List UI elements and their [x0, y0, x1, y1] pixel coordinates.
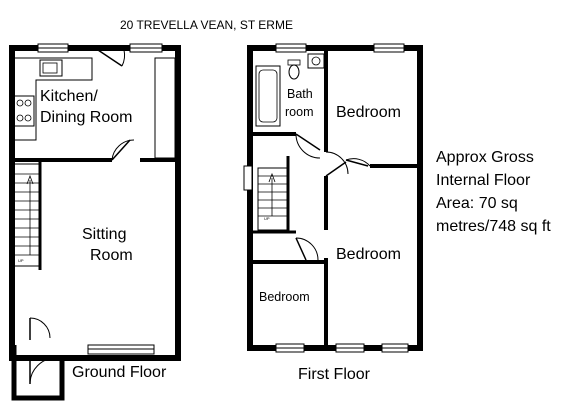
kitchen-label-line2: Dining Room [40, 109, 133, 126]
ground-stairs-up-mark: UP [18, 258, 24, 263]
kitchen-door-swing [111, 139, 135, 161]
kitchen-counter-right [154, 57, 176, 159]
ground-floor-outer-wall [9, 45, 181, 361]
front-door-swing [29, 357, 57, 385]
first-floor-plan [243, 43, 423, 353]
bedroom-middle-door-swing [325, 151, 349, 175]
ground-floor-label: Ground Floor [72, 364, 167, 381]
bedroom-top-door-swing [345, 158, 371, 167]
bedroom-top-label: Bedroom [336, 104, 401, 121]
bathroom-label-line2: room [285, 105, 314, 119]
bathroom-door [295, 133, 321, 151]
bath-icon [255, 65, 281, 127]
toilet-icon [288, 64, 300, 80]
first-floor-outer-wall [247, 45, 423, 351]
kitchen-door [111, 139, 131, 161]
sink-icon [39, 59, 63, 77]
first-floor-label: First Floor [298, 366, 370, 383]
entrance-porch-wall [11, 345, 65, 401]
bedroom-middle-label: Bedroom [336, 246, 401, 263]
property-title: 20 TREVELLA VEAN, ST ERME [120, 18, 293, 32]
kitchen-counter [14, 57, 93, 141]
window-landing [243, 165, 253, 191]
bedroom-small-label: Bedroom [259, 290, 310, 304]
sink-bowl [42, 62, 58, 74]
ground-floor-plan [9, 43, 181, 401]
first-stairs-up-mark: UP [264, 216, 270, 221]
ground-floor-stairs [13, 160, 42, 270]
bathroom-door-swing [295, 133, 321, 159]
back-door-swing [121, 49, 126, 67]
bedroom-middle-door [325, 161, 347, 177]
hob-icon [13, 95, 35, 127]
basin-icon [307, 53, 325, 69]
kitchen-label-line1: Kitchen/ [40, 88, 98, 105]
sitting-room-label-line2: Room [90, 247, 133, 264]
floor-area-note: Approx Gross Internal Floor Area: 70 sq … [436, 149, 551, 235]
small-bedroom-door-swing [295, 237, 319, 261]
small-bedroom-door [295, 237, 307, 261]
first-floor-stairs [257, 156, 290, 232]
sitting-room-label-line1: Sitting [82, 226, 127, 243]
bathroom-label-line1: Bath [287, 87, 313, 101]
bedroom-top-door [345, 159, 369, 167]
porch-door-swing [29, 317, 51, 339]
back-door [97, 49, 123, 67]
